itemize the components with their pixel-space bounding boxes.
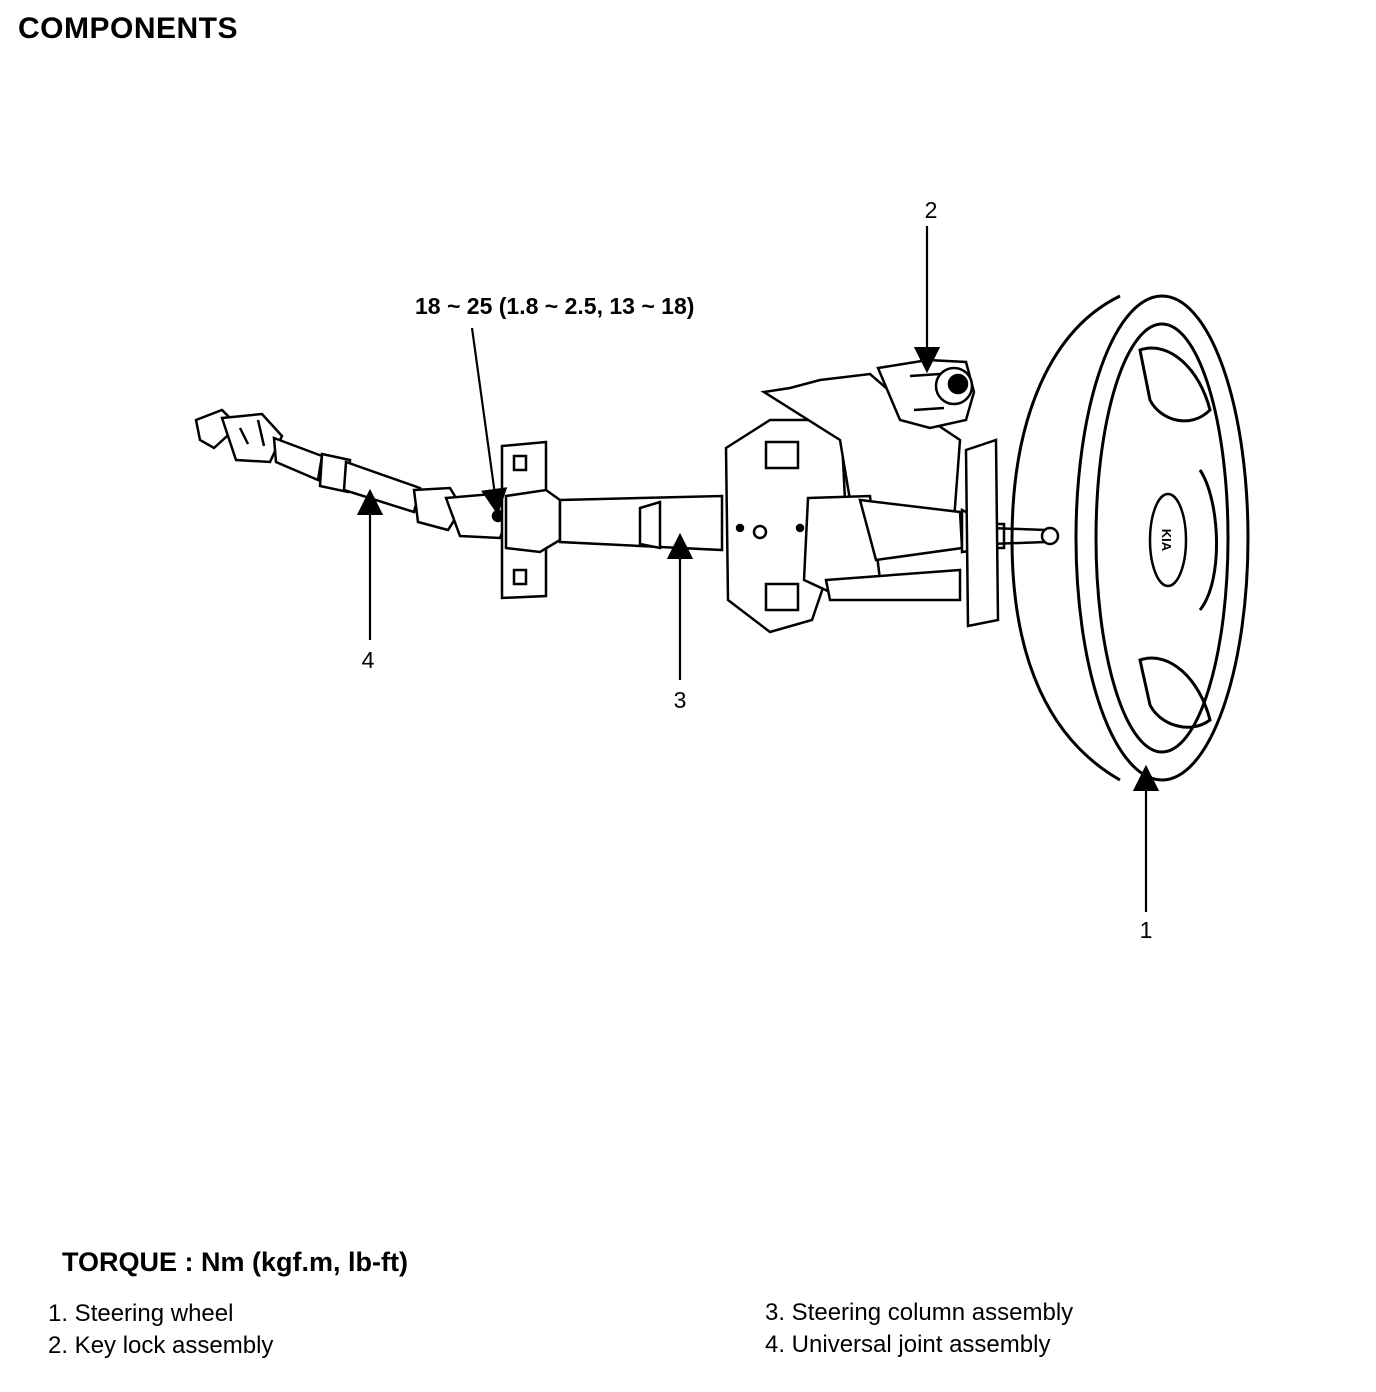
legend-right: 3. Steering column assembly 4. Universal… <box>765 1297 1073 1361</box>
legend-item: 1. Steering wheel <box>48 1300 234 1327</box>
torque-spec-label: 18 ~ 25 (1.8 ~ 2.5, 13 ~ 18) <box>415 293 694 319</box>
leader-torque <box>470 327 508 516</box>
legend-item: 4. Universal joint assembly <box>765 1331 1051 1358</box>
universal-joint-assembly <box>194 408 512 540</box>
callout-4: 4 <box>362 647 375 673</box>
legend-item: 3. Steering column assembly <box>765 1299 1074 1326</box>
steering-column-assembly <box>500 372 1060 634</box>
page-title: COMPONENTS <box>18 12 239 45</box>
key-lock-assembly <box>876 358 976 430</box>
callout-2: 2 <box>925 197 938 223</box>
legend-left: 1. Steering wheel 2. Key lock assembly <box>48 1298 273 1362</box>
legend-item: 2. Key lock assembly <box>48 1332 274 1359</box>
callout-1: 1 <box>1140 917 1153 943</box>
callout-leaders <box>356 226 1160 912</box>
torque-units-heading: TORQUE : Nm (kgf.m, lb-ft) <box>62 1247 408 1277</box>
kia-logo: KIA <box>1159 529 1174 552</box>
steering-wheel: KIA <box>1010 294 1250 782</box>
callout-3: 3 <box>674 687 687 713</box>
